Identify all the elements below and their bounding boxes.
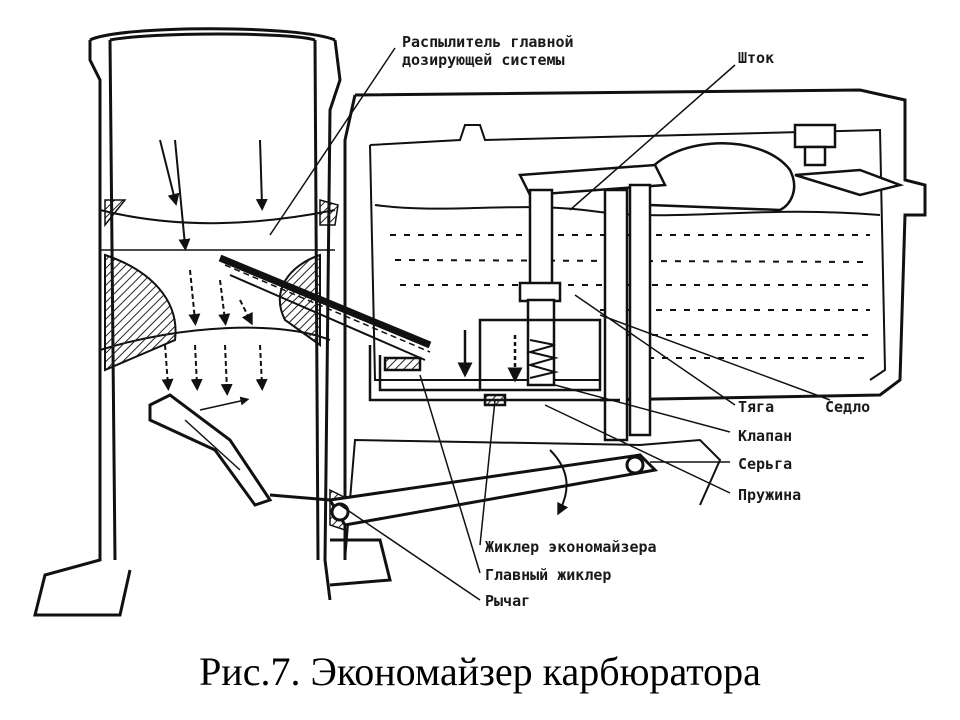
label-valve: Клапан: [738, 427, 792, 445]
label-seat: Седло: [825, 398, 870, 416]
needle-valve: [793, 123, 905, 197]
label-lever: Рычаг: [485, 592, 530, 610]
mixing-chamber-body: [33, 27, 392, 617]
label-economizer-jet: Жиклер экономайзера: [485, 538, 657, 556]
label-spring: Пружина: [738, 486, 801, 504]
throttle-valve: [148, 393, 273, 507]
air-flow-arrows: [159, 139, 268, 396]
figure-caption: Рис.7. Экономайзер карбюратора: [199, 649, 761, 694]
spring: [526, 339, 559, 379]
fuel-channels: [368, 330, 620, 407]
label-earring: Серьга: [738, 455, 792, 473]
venturi: [104, 199, 351, 531]
float-chamber: [343, 88, 927, 561]
label-sprayer-line2: дозирующей системы: [402, 51, 565, 69]
float: [638, 142, 796, 212]
label-rod: Шток: [738, 49, 774, 67]
main-sprayer-tube: [218, 254, 432, 361]
label-link: Тяга: [738, 398, 774, 416]
label-main-jet: Главный жиклер: [485, 566, 611, 584]
label-sprayer-line1: Распылитель главной: [402, 33, 574, 51]
leader-lines: [269, 47, 831, 601]
